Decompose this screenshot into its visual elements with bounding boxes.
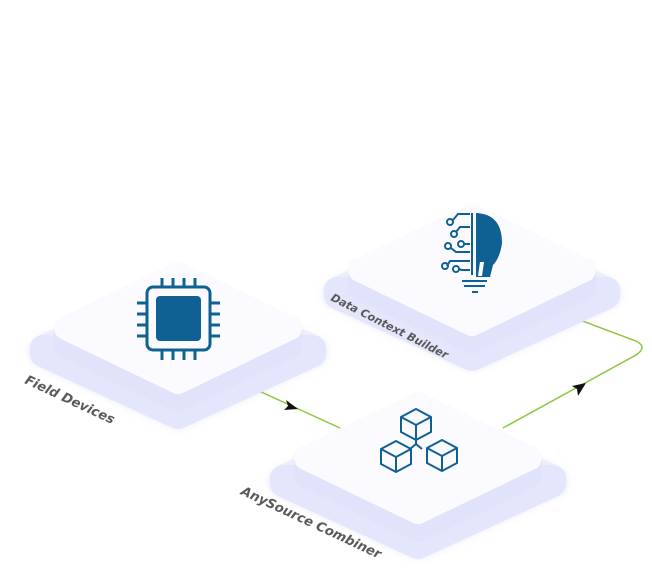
node-field-devices[interactable]: Field Devices <box>22 274 313 428</box>
node-data-context-builder[interactable]: Data Context Builder <box>329 213 607 362</box>
cpu-chip-icon <box>137 278 220 360</box>
connector-field-to-combiner <box>245 384 341 429</box>
connected-cubes-icon <box>380 408 458 473</box>
arrowhead-icon <box>284 400 298 410</box>
node-anysource-combiner[interactable]: AnySource Combiner <box>237 404 553 563</box>
arrowhead-icon <box>572 383 586 396</box>
ai-lightbulb-icon <box>441 213 502 293</box>
connector-combiner-to-builder <box>502 309 643 429</box>
